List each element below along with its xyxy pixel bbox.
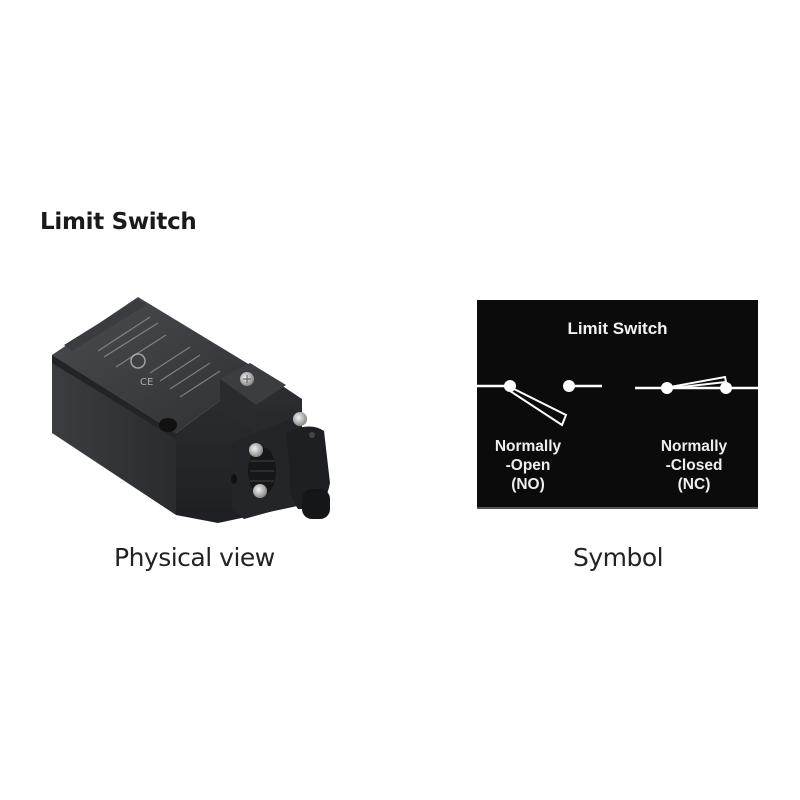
no-label-line1: Normally — [494, 438, 562, 455]
nc-label-line2: -Closed — [665, 457, 723, 474]
nc-label-line3: (NC) — [677, 476, 711, 493]
no-label-line2: -Open — [505, 457, 551, 474]
page-title: Limit Switch — [40, 209, 197, 235]
normally-open-symbol — [477, 380, 602, 427]
svg-text:CE: CE — [140, 377, 153, 388]
no-label-line3: (NO) — [511, 476, 545, 493]
symbol-panel — [477, 300, 758, 509]
normally-open-label: Normally -Open (NO) — [473, 437, 583, 494]
normally-closed-symbol — [635, 375, 770, 394]
physical-view-caption: Physical view — [114, 543, 275, 572]
nc-label-line1: Normally — [660, 438, 728, 455]
limit-switch-photo: CE — [52, 297, 330, 523]
normally-closed-label: Normally -Closed (NC) — [639, 437, 749, 494]
symbol-caption: Symbol — [573, 543, 664, 572]
symbol-title: Limit Switch — [567, 319, 668, 338]
switch-symbol-diagram — [477, 375, 770, 427]
